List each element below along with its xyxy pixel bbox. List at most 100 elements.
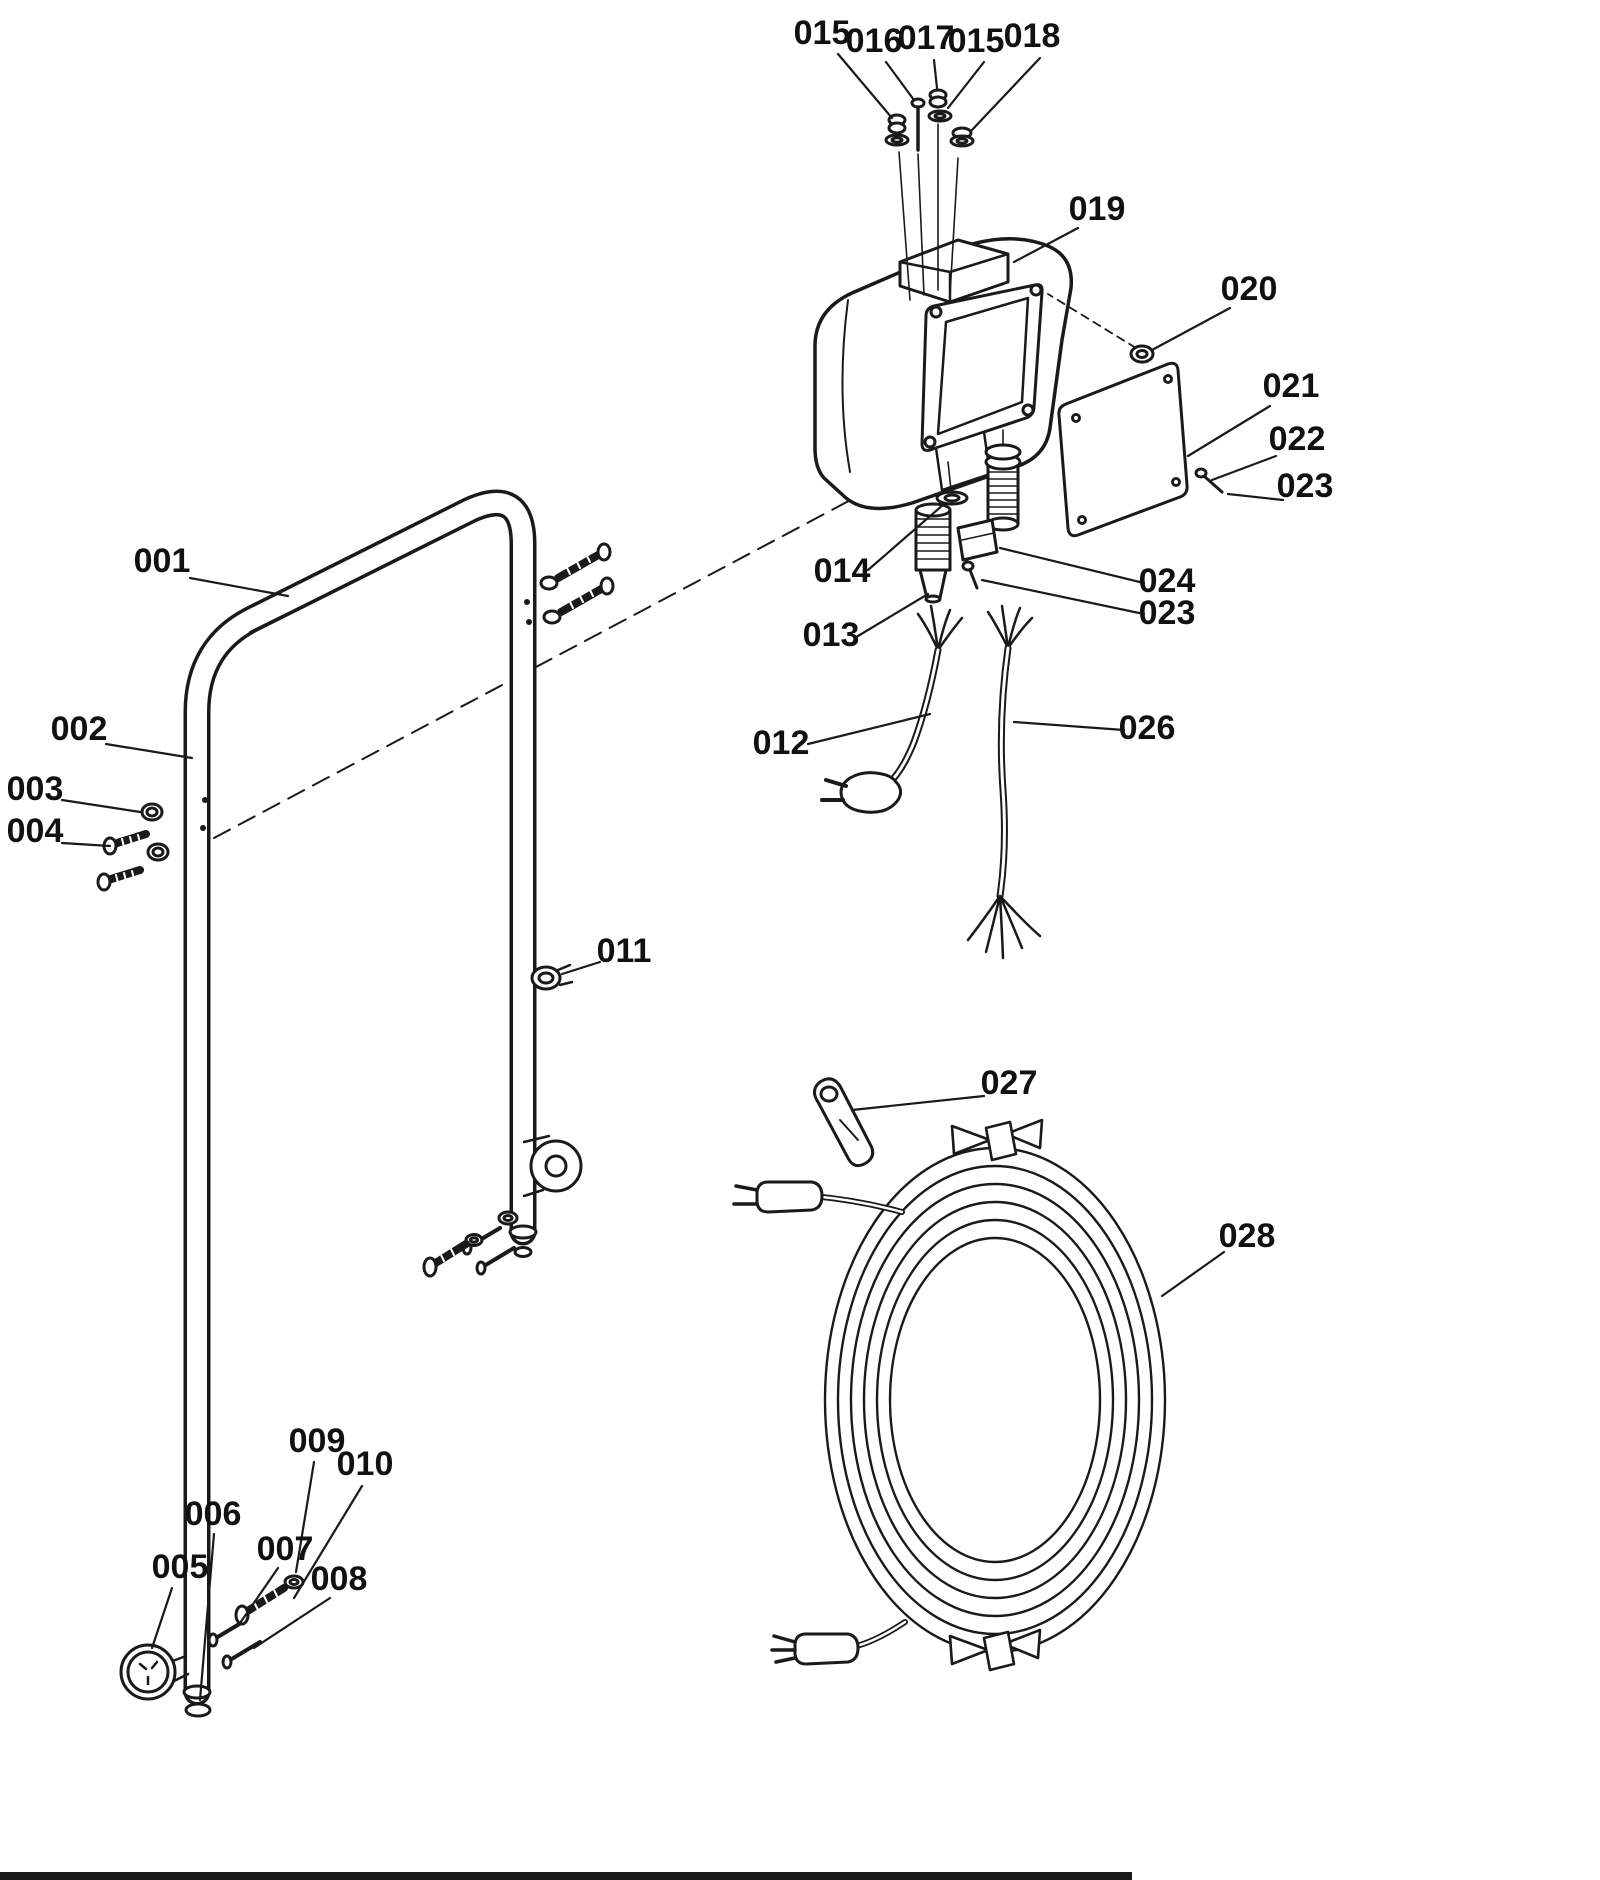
screw-hole xyxy=(1029,283,1043,297)
screw-022-023 xyxy=(1194,467,1224,494)
leader-013 xyxy=(856,592,930,638)
callout-014: 014 xyxy=(814,552,871,590)
mount-bolt xyxy=(542,576,615,625)
wire-harness-026 xyxy=(966,604,1042,960)
leader-014 xyxy=(866,502,946,572)
foot-assembly-left xyxy=(119,1574,305,1718)
leader-017 xyxy=(932,58,939,90)
drawing-root xyxy=(0,52,1285,1880)
leader-020 xyxy=(1150,306,1232,352)
leader-001 xyxy=(188,576,290,598)
callout-001: 001 xyxy=(134,542,191,580)
callout-028: 028 xyxy=(1219,1217,1276,1255)
frame-tube-outer xyxy=(183,489,537,1706)
left-post-end-cap xyxy=(182,1684,212,1700)
cord-grip-013 xyxy=(914,502,952,604)
connector-b xyxy=(984,443,1022,532)
leader-023b xyxy=(980,578,1146,616)
bolt-head-010 xyxy=(234,1604,250,1626)
post-hole xyxy=(526,619,532,625)
plug-012 xyxy=(820,771,903,814)
mount-bolt xyxy=(539,542,612,591)
callout-023: 023 xyxy=(1277,467,1334,505)
screw-hole xyxy=(929,305,943,319)
nut-017 xyxy=(928,88,948,109)
back-panel-021 xyxy=(1057,361,1189,538)
leader-lines xyxy=(60,52,1285,1702)
nut-washer-015 xyxy=(884,113,910,147)
leader-007 xyxy=(236,1566,280,1628)
leader-005 xyxy=(150,1586,174,1650)
nut-003 xyxy=(140,802,164,822)
frame-tube-inner xyxy=(187,493,533,1702)
callout-002: 002 xyxy=(51,710,108,748)
callout-015: 015 xyxy=(794,14,851,52)
leader-026 xyxy=(1012,720,1126,732)
callout-022: 022 xyxy=(1269,420,1326,458)
callout-024: 024 xyxy=(1139,562,1196,600)
cable-tie-top xyxy=(950,1118,1044,1162)
cord-grip-assembly xyxy=(914,443,1022,604)
callout-018: 018 xyxy=(1004,17,1061,55)
leader-015b xyxy=(946,60,986,110)
callout-011: 011 xyxy=(597,932,652,970)
leader-002 xyxy=(104,742,194,760)
screw-hole xyxy=(923,435,937,449)
nut-003 xyxy=(146,842,170,862)
block-024 xyxy=(956,518,999,562)
leader-023a xyxy=(1226,492,1285,502)
clip-027 xyxy=(813,1077,875,1168)
leader-016 xyxy=(884,60,916,102)
wheel-assembly-right xyxy=(422,1134,583,1278)
frayed-wires-top xyxy=(986,604,1034,650)
bottom-border-bar xyxy=(0,1872,1132,1880)
leader-006 xyxy=(198,1532,216,1702)
washer-014 xyxy=(935,490,969,506)
plug-top xyxy=(732,1180,824,1214)
frayed-wires-bottom xyxy=(966,894,1042,960)
bolt-004 xyxy=(102,830,150,856)
bolt-009-010 xyxy=(234,1574,305,1626)
callout-007: 007 xyxy=(257,1530,314,1568)
callout-015-2: 015 xyxy=(948,22,1005,60)
callout-009: 009 xyxy=(289,1422,346,1460)
callout-010: 010 xyxy=(337,1445,394,1483)
cable-clamp-011 xyxy=(530,963,574,991)
leader-027 xyxy=(850,1094,986,1112)
leader-022 xyxy=(1210,454,1278,482)
leader-009 xyxy=(294,1460,316,1574)
callout-012: 012 xyxy=(753,724,810,762)
cable-tie-bottom xyxy=(948,1628,1042,1672)
frayed-wires-top xyxy=(916,604,964,652)
callout-016: 016 xyxy=(846,22,903,60)
top-hardware xyxy=(884,88,975,152)
bolt xyxy=(422,1233,484,1278)
callout-017: 017 xyxy=(898,19,955,57)
callout-023-2: 023 xyxy=(1139,594,1196,632)
cap-006 xyxy=(184,1702,212,1718)
screw-guide-lines xyxy=(898,123,1004,491)
leader-008 xyxy=(252,1596,332,1650)
callout-004: 004 xyxy=(7,812,64,850)
leader-024 xyxy=(998,546,1146,585)
frame-mount-bolts-right xyxy=(539,542,615,625)
leader-018 xyxy=(970,56,1042,132)
callout-006: 006 xyxy=(185,1495,242,1533)
post-hole xyxy=(200,825,206,831)
callout-021: 021 xyxy=(1263,367,1320,405)
nut-020 xyxy=(1047,293,1155,364)
cable-coil-028 xyxy=(732,1118,1167,1672)
screw-hole xyxy=(1021,403,1035,417)
leader-012 xyxy=(806,712,932,746)
screw xyxy=(475,1246,516,1276)
cord-line xyxy=(884,646,942,788)
callout-labels: 015 016 017 015 018 019 020 021 022 023 … xyxy=(7,14,1334,1598)
leader-011 xyxy=(560,960,602,976)
callout-013: 013 xyxy=(803,616,860,654)
callout-020: 020 xyxy=(1221,270,1278,308)
callout-008: 008 xyxy=(311,1560,368,1598)
washer-018 xyxy=(949,126,975,148)
hardware-003-004 xyxy=(96,802,170,892)
right-post-end-cap xyxy=(508,1224,538,1240)
